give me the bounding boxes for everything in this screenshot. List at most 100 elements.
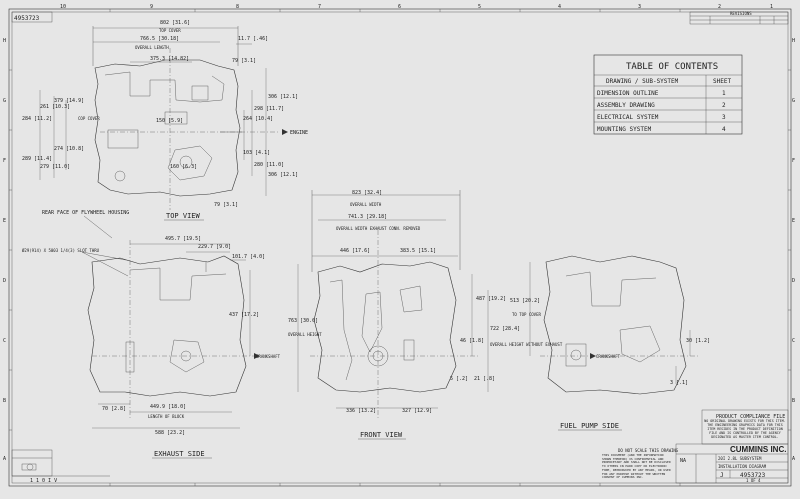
zone-letter: F (3, 158, 6, 164)
zone-letter: F (792, 158, 795, 164)
dim-note: OVERALL WIDTH EXHAUST CONN. REMOVED (336, 226, 421, 231)
dim-text: 487 [19.2] (476, 296, 506, 302)
dim-text: 722 [28.4] (490, 326, 520, 332)
title-block: CUMMINS INC. 20I 2.8L SUBSYSTEM INSTALLA… (675, 443, 789, 484)
zone-number: 8 (236, 4, 239, 10)
dim-text: 763 [30.0] (288, 318, 318, 324)
zone-number: 1 (770, 4, 773, 10)
zone-number: 10 (60, 4, 66, 10)
rear-face-callout: REAR FACE OF FLYWHEEL HOUSING Ø29(914) X… (22, 210, 129, 277)
border-zone-letters: H G F E D C B A H G F E D C B A (3, 38, 795, 462)
toc-row-sheet: 1 (722, 90, 726, 97)
dim-text: 823 [32.4] (352, 190, 382, 196)
do-not-scale: DO NOT SCALE THIS DRAWING (618, 448, 679, 453)
fuel-pump-side-view: 513 [20.2] TO TOP COVER CRANKSHAFT 30 [1… (510, 255, 710, 431)
bolt-note: Ø29(914) X 5003 1/4(3) SLOT THRU (22, 248, 100, 253)
dim-note: LENGTH OF BLOCK (148, 414, 185, 419)
zone-letter: B (3, 398, 6, 404)
drawing-number-box: 4953723 (11, 11, 53, 23)
toc-col-drawing: DRAWING / SUB-SYSTEM (606, 78, 679, 85)
toc-col-sheet: SHEET (713, 78, 731, 85)
dim-text: 449.9 [18.0] (150, 404, 186, 410)
scale-value: NA (680, 458, 686, 464)
dim-text: 229.7 [9.0] (198, 244, 231, 250)
drawing-number: 4953723 (14, 15, 40, 22)
dim-text: 306 [12.1] (268, 172, 298, 178)
dim-text: 327 [12.9] (402, 408, 432, 414)
front-view: 823 [32.4] OVERALL WIDTH 741.3 [29.18] O… (288, 190, 563, 440)
zone-letter: G (792, 98, 795, 104)
dim-text: 802 [31.6] (160, 20, 190, 26)
title-desc-1: 20I 2.8L SUBSYSTEM (718, 456, 762, 461)
dim-text: 101.7 [4.0] (232, 254, 265, 260)
zone-letter: E (3, 218, 6, 224)
dim-note: OVERALL WIDTH (350, 202, 382, 207)
toc-row-name: ELECTRICAL SYSTEM (597, 114, 659, 121)
top-view-title: TOP VIEW (166, 212, 201, 220)
crankshaft-label: CRANKSHAFT (256, 354, 281, 359)
company-name: CUMMINS INC. (730, 445, 786, 454)
dim-text: 3 [.1] (670, 380, 688, 386)
dim-text: 375.3 [14.82] (150, 56, 189, 62)
dim-note: TOP COVER (159, 28, 181, 33)
rear-face-label: REAR FACE OF FLYWHEEL HOUSING (42, 210, 129, 216)
zone-letter: D (792, 278, 795, 284)
toc-row-name: DIMENSION OUTLINE (597, 90, 659, 97)
zone-number: 4 (558, 4, 561, 10)
zone-number: 2 (718, 4, 721, 10)
dim-text: 280 [11.0] (254, 162, 284, 168)
dim-text: 160 [6.3] (170, 164, 197, 170)
zone-number: 7 (318, 4, 321, 10)
revisions-header: REVISIONS (730, 11, 752, 16)
toc-row-name: ASSEMBLY DRAWING (597, 102, 655, 109)
dim-text: 284 [11.2] (22, 116, 52, 122)
exhaust-side-view: 495.7 [19.5] 229.7 [9.0] 101.7 [4.0] 437… (87, 236, 281, 459)
toc-title: TABLE OF CONTENTS (626, 62, 718, 72)
engine-label: ENGINE (290, 130, 308, 136)
dim-text: 437 [17.2] (229, 312, 259, 318)
zone-letter: H (792, 38, 795, 44)
crankshaft-label: CRANKSHAFT (596, 354, 621, 359)
exhaust-view-title: EXHAUST SIDE (154, 450, 205, 458)
zone-letter: A (792, 456, 795, 462)
dim-text: 279 [11.0] (40, 164, 70, 170)
sheet-count: 1 OF 4 (746, 478, 761, 483)
table-of-contents: TABLE OF CONTENTS DRAWING / SUB-SYSTEM S… (593, 54, 743, 135)
zone-letter: B (792, 398, 795, 404)
dim-text: 261 [10.3] (40, 104, 70, 110)
dim-text: 766.5 [30.18] (140, 36, 179, 42)
zone-letter: A (3, 456, 6, 462)
dim-text: 298 [11.7] (254, 106, 284, 112)
dim-text: 5 [.2] (450, 376, 468, 382)
proprietary-body: NO ORIGINAL DRAWING EXISTS FOR THIS ITEM… (704, 419, 786, 439)
dim-text: 495.7 [19.5] (165, 236, 201, 242)
dim-text: 264 [10.4] (243, 116, 273, 122)
toc-row-sheet: 2 (722, 102, 726, 109)
bottom-left-table: 1 1 0 I V (11, 449, 110, 484)
zone-number: 3 (638, 4, 641, 10)
dim-text: 79 [3.1] (214, 202, 238, 208)
dim-text: 79 [3.1] (232, 58, 256, 64)
dim-text: 150 [5.9] (156, 118, 183, 124)
dim-text: 70 [2.8] (102, 406, 126, 412)
dim-note: COP COVER (78, 116, 100, 121)
dim-note: TO TOP COVER (512, 312, 541, 317)
zone-number: 5 (478, 4, 481, 10)
dim-text: 383.5 [15.1] (400, 248, 436, 254)
outer-border (8, 8, 792, 487)
toc-row-sheet: 3 (722, 114, 726, 121)
dim-text: 289 [11.4] (22, 156, 52, 162)
bottom-left-tag: 1 1 0 I V (30, 478, 57, 484)
size-letter: J (720, 472, 724, 479)
border-zone-numbers: 10 9 8 7 6 5 4 3 2 1 (60, 4, 773, 10)
dim-note: OVERALL HEIGHT WITHOUT EXHAUST (490, 342, 563, 347)
dim-text: 274 [10.8] (54, 146, 84, 152)
dim-text: 21 [.8] (474, 376, 495, 382)
zone-letter: H (3, 38, 6, 44)
zone-letter: C (3, 338, 6, 344)
zone-letter: D (3, 278, 6, 284)
title-drawing-number: 4953723 (740, 472, 766, 479)
dim-text: 379 [14.9] (54, 98, 84, 104)
